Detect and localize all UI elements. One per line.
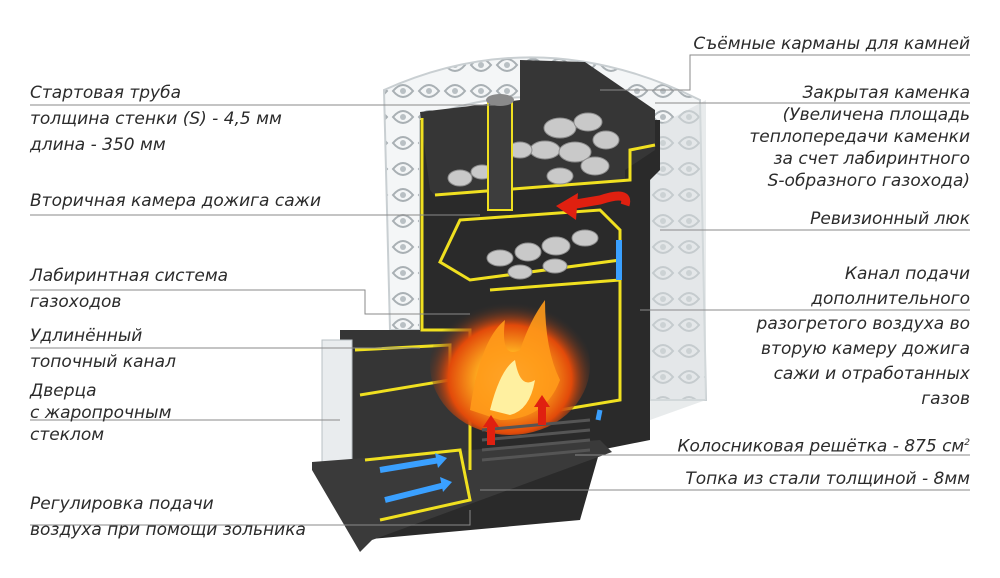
label-line: Вторичная камера дожига сажи <box>30 191 321 211</box>
label-stone-pockets: Съёмные карманы для камней <box>693 33 970 55</box>
hot-air-arrow-icon <box>483 191 631 445</box>
label-line: газоходов <box>30 292 122 312</box>
label-firebox-channel: Удлинённый топочный канал <box>30 325 176 373</box>
label-line: Стартовая труба <box>30 83 182 103</box>
label-line: вторую камеру дожига <box>761 339 970 359</box>
stone-pocket-screen <box>382 56 708 420</box>
label-line: Ревизионный люк <box>810 209 970 229</box>
label-line: Закрытая каменка <box>802 83 970 103</box>
grate <box>481 418 591 462</box>
label-line: Канал подачи <box>844 264 970 284</box>
label-line: (Увеличена площадь <box>782 105 970 125</box>
label-line: сажи и отработанных <box>773 364 970 384</box>
label-door: Дверца с жаропрочным стеклом <box>30 380 171 446</box>
label-air-channel: Канал подачи дополнительного разогретого… <box>757 262 970 412</box>
label-line: Колосниковая решётка - 875 см <box>677 436 965 457</box>
label-line: Удлинённый <box>30 326 143 346</box>
label-line: разогретого воздуха во <box>756 314 970 334</box>
start-pipe <box>486 94 514 211</box>
label-labyrinth: Лабиринтная система газоходов <box>30 265 228 313</box>
label-start-pipe: Стартовая труба толщина стенки (S) - 4,5… <box>30 82 282 156</box>
cold-air-arrow-icon <box>379 240 622 503</box>
label-line: с жаропрочным <box>30 403 172 423</box>
label-firebox-steel: Топка из стали толщиной - 8мм <box>685 468 970 490</box>
label-line: газов <box>921 389 970 409</box>
label-line: Регулировка подачи <box>30 494 214 514</box>
label-line: стеклом <box>30 425 105 445</box>
unit-superscript: 2 <box>964 438 970 448</box>
label-line: воздуха при помощи зольника <box>30 520 306 540</box>
label-line: за счет лабиринтного <box>773 149 970 169</box>
label-line: толщина стенки (S) - 4,5 мм <box>30 109 282 129</box>
flame-icon <box>430 295 590 435</box>
label-grate: Колосниковая решётка - 875 см2 <box>677 432 970 458</box>
label-line: топочный канал <box>30 352 176 372</box>
leader-lines <box>30 54 970 526</box>
label-secondary-chamber: Вторичная камера дожига сажи <box>30 190 321 212</box>
label-line: теплопередачи каменки <box>749 127 970 147</box>
stones-icon <box>447 112 620 280</box>
label-line: S-образного газохода) <box>767 171 970 191</box>
label-line: Топка из стали толщиной - 8мм <box>685 469 970 489</box>
label-revision-hatch: Ревизионный люк <box>810 208 970 230</box>
label-line: Лабиринтная система <box>30 266 229 286</box>
label-line: Съёмные карманы для камней <box>693 34 970 54</box>
label-line: длина - 350 мм <box>30 135 166 155</box>
label-line: Дверца <box>30 381 97 401</box>
label-line: дополнительного <box>811 289 970 309</box>
label-air-regulation: Регулировка подачи воздуха при помощи зо… <box>30 493 306 541</box>
label-closed-heater: Закрытая каменка (Увеличена площадь тепл… <box>749 82 970 192</box>
